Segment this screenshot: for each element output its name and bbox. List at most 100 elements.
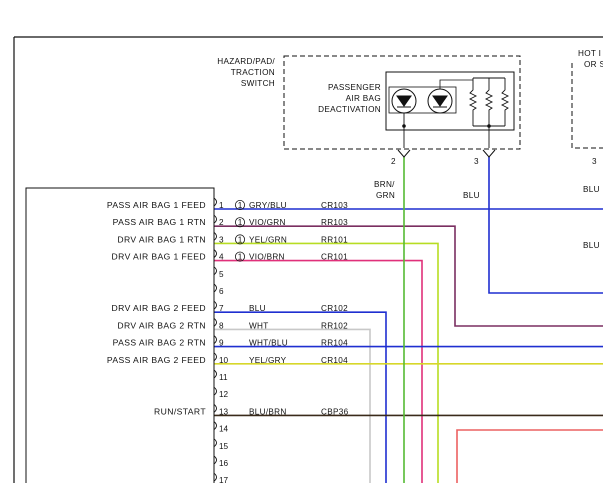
circuit-code: CR102: [321, 304, 348, 313]
pin-curl-icon: [213, 249, 217, 258]
wire-color-code: GRY/BLU: [249, 201, 287, 210]
pin-curl-icon: [213, 300, 217, 310]
circuit-code: RR102: [321, 321, 348, 330]
option-marker-icon: [234, 234, 245, 245]
connector-pin-number: 7: [219, 304, 224, 313]
wire-pin7-blu: [214, 311, 387, 483]
switch-inner-line-3: DEACTIVATION: [318, 105, 381, 114]
pin-curl-icon: [213, 421, 217, 430]
wire-pin8-wht: [214, 328, 371, 483]
resistor-2-icon: [484, 78, 494, 126]
switch-internal-bridge: [439, 79, 473, 89]
circuit-code: CR103: [321, 201, 348, 210]
wire-pin2-vio-grn: [214, 225, 603, 327]
option-marker-number: 1: [238, 201, 243, 210]
connector-pin-name: PASS AIR BAG 1 RTN: [113, 217, 206, 227]
switch-title-line-1: HAZARD/PAD/: [217, 57, 275, 66]
indicator-housing: [385, 71, 515, 131]
circuit-code: CR101: [321, 253, 348, 262]
connector-pin-number: 2: [219, 218, 224, 227]
circuit-code: RR103: [321, 218, 348, 227]
option-marker-icon: [234, 199, 245, 210]
connector-pin-number: 10: [219, 356, 229, 365]
wire-color-code: YEL/GRN: [249, 235, 287, 244]
right-component-title-1: HOT I: [578, 49, 601, 58]
airbag-module-connector: [25, 187, 215, 483]
right-component-wire-1: BLU: [583, 185, 600, 194]
wire-color-code: WHT/BLU: [249, 339, 288, 348]
wire-color-code: VIO/BRN: [249, 253, 285, 262]
connector-pin-number: 8: [219, 321, 224, 330]
circuit-code: RR104: [321, 339, 348, 348]
pin-curl-icon: [213, 232, 217, 241]
right-component-title-2: OR S: [584, 60, 603, 69]
connector-pin-number: 15: [219, 442, 229, 451]
connector-pin-name: DRV AIR BAG 2 RTN: [117, 320, 206, 330]
option-marker-number: 1: [238, 253, 243, 262]
connector-pin-number: 9: [219, 339, 224, 348]
connector-pin-number: 3: [219, 235, 224, 244]
wire-color-code: BLU/BRN: [249, 407, 287, 416]
pin-curl-icon: [213, 352, 217, 362]
connector-pin-number: 5: [219, 270, 224, 279]
option-marker-icon: [234, 251, 245, 262]
switch-pin-2: 2: [391, 157, 396, 166]
circuit-code: CR104: [321, 356, 348, 365]
resistor-1-icon: [468, 78, 478, 126]
connector-pin-name: RUN/START: [154, 406, 206, 416]
connector-pin-name: PASS AIR BAG 2 RTN: [113, 338, 206, 348]
pin-curl-icon: [213, 335, 217, 344]
wire-pin3-yel-grn: [214, 242, 439, 483]
switch-inner-line-2: AIR BAG: [346, 94, 381, 103]
connector-pin-number: 17: [219, 476, 229, 483]
option-marker-number: 1: [238, 218, 243, 227]
led-frame: [388, 86, 457, 114]
pin-curl-icon: [213, 283, 217, 293]
wire-group: [214, 157, 603, 483]
pin-curl-icon: [213, 197, 217, 207]
pin-curl-icon: [213, 438, 217, 448]
right-component-pin: 3: [592, 157, 597, 166]
pin-curl-icon: [213, 472, 217, 482]
pin-curl-icon: [213, 386, 217, 396]
switch-wire-right: BLU: [463, 191, 480, 200]
connector-pin-number: 14: [219, 425, 229, 434]
wire-switch-blu: [488, 157, 603, 294]
connector-pin-name: DRV AIR BAG 2 FEED: [112, 303, 206, 313]
switch-inner-line-1: PASSENGER: [328, 83, 381, 92]
connector-pin-name: DRV AIR BAG 1 FEED: [112, 252, 206, 262]
wire-color-code: VIO/GRN: [249, 218, 286, 227]
switch-pin-3: 3: [474, 157, 479, 166]
switch-wire-left-line-1: BRN/: [374, 180, 395, 189]
option-marker-number: 1: [238, 235, 243, 244]
pin-2-connector-icon: [397, 149, 411, 158]
connector-pin-number: 12: [219, 390, 229, 399]
wire-color-code: BLU: [249, 304, 266, 313]
connector-pin-name: PASS AIR BAG 2 FEED: [107, 355, 206, 365]
switch-title-line-3: SWITCH: [241, 79, 275, 88]
wire-red-bottom: [456, 429, 603, 483]
pin-curl-icon: [213, 369, 217, 379]
connector-pin-number: 13: [219, 407, 229, 416]
led-left-symbol: [396, 95, 412, 108]
pin-curl-icon: [213, 266, 217, 276]
wire-pin4-vio-brn: [214, 259, 423, 483]
connector-pin-number: 6: [219, 287, 224, 296]
connector-pin-number: 11: [219, 373, 228, 382]
connector-pin-number: 1: [219, 201, 224, 210]
circuit-code: RR101: [321, 235, 348, 244]
led-right-symbol: [432, 95, 448, 108]
pin-curl-icon: [213, 214, 217, 224]
pin-curl-icon: [213, 404, 217, 413]
resistor-3-icon: [500, 78, 510, 126]
right-partial-component: HOT I OR S 3 BLU BLU: [571, 49, 603, 250]
wire-color-code: YEL/GRY: [249, 356, 287, 365]
pin-3-connector-icon: [482, 149, 496, 158]
right-component-wire-2: BLU: [583, 241, 600, 250]
switch-title-line-2: TRACTION: [231, 68, 275, 77]
pin-curl-icon: [213, 455, 217, 465]
connector-pin-number: 4: [219, 253, 224, 262]
option-marker-icon: [234, 217, 245, 228]
